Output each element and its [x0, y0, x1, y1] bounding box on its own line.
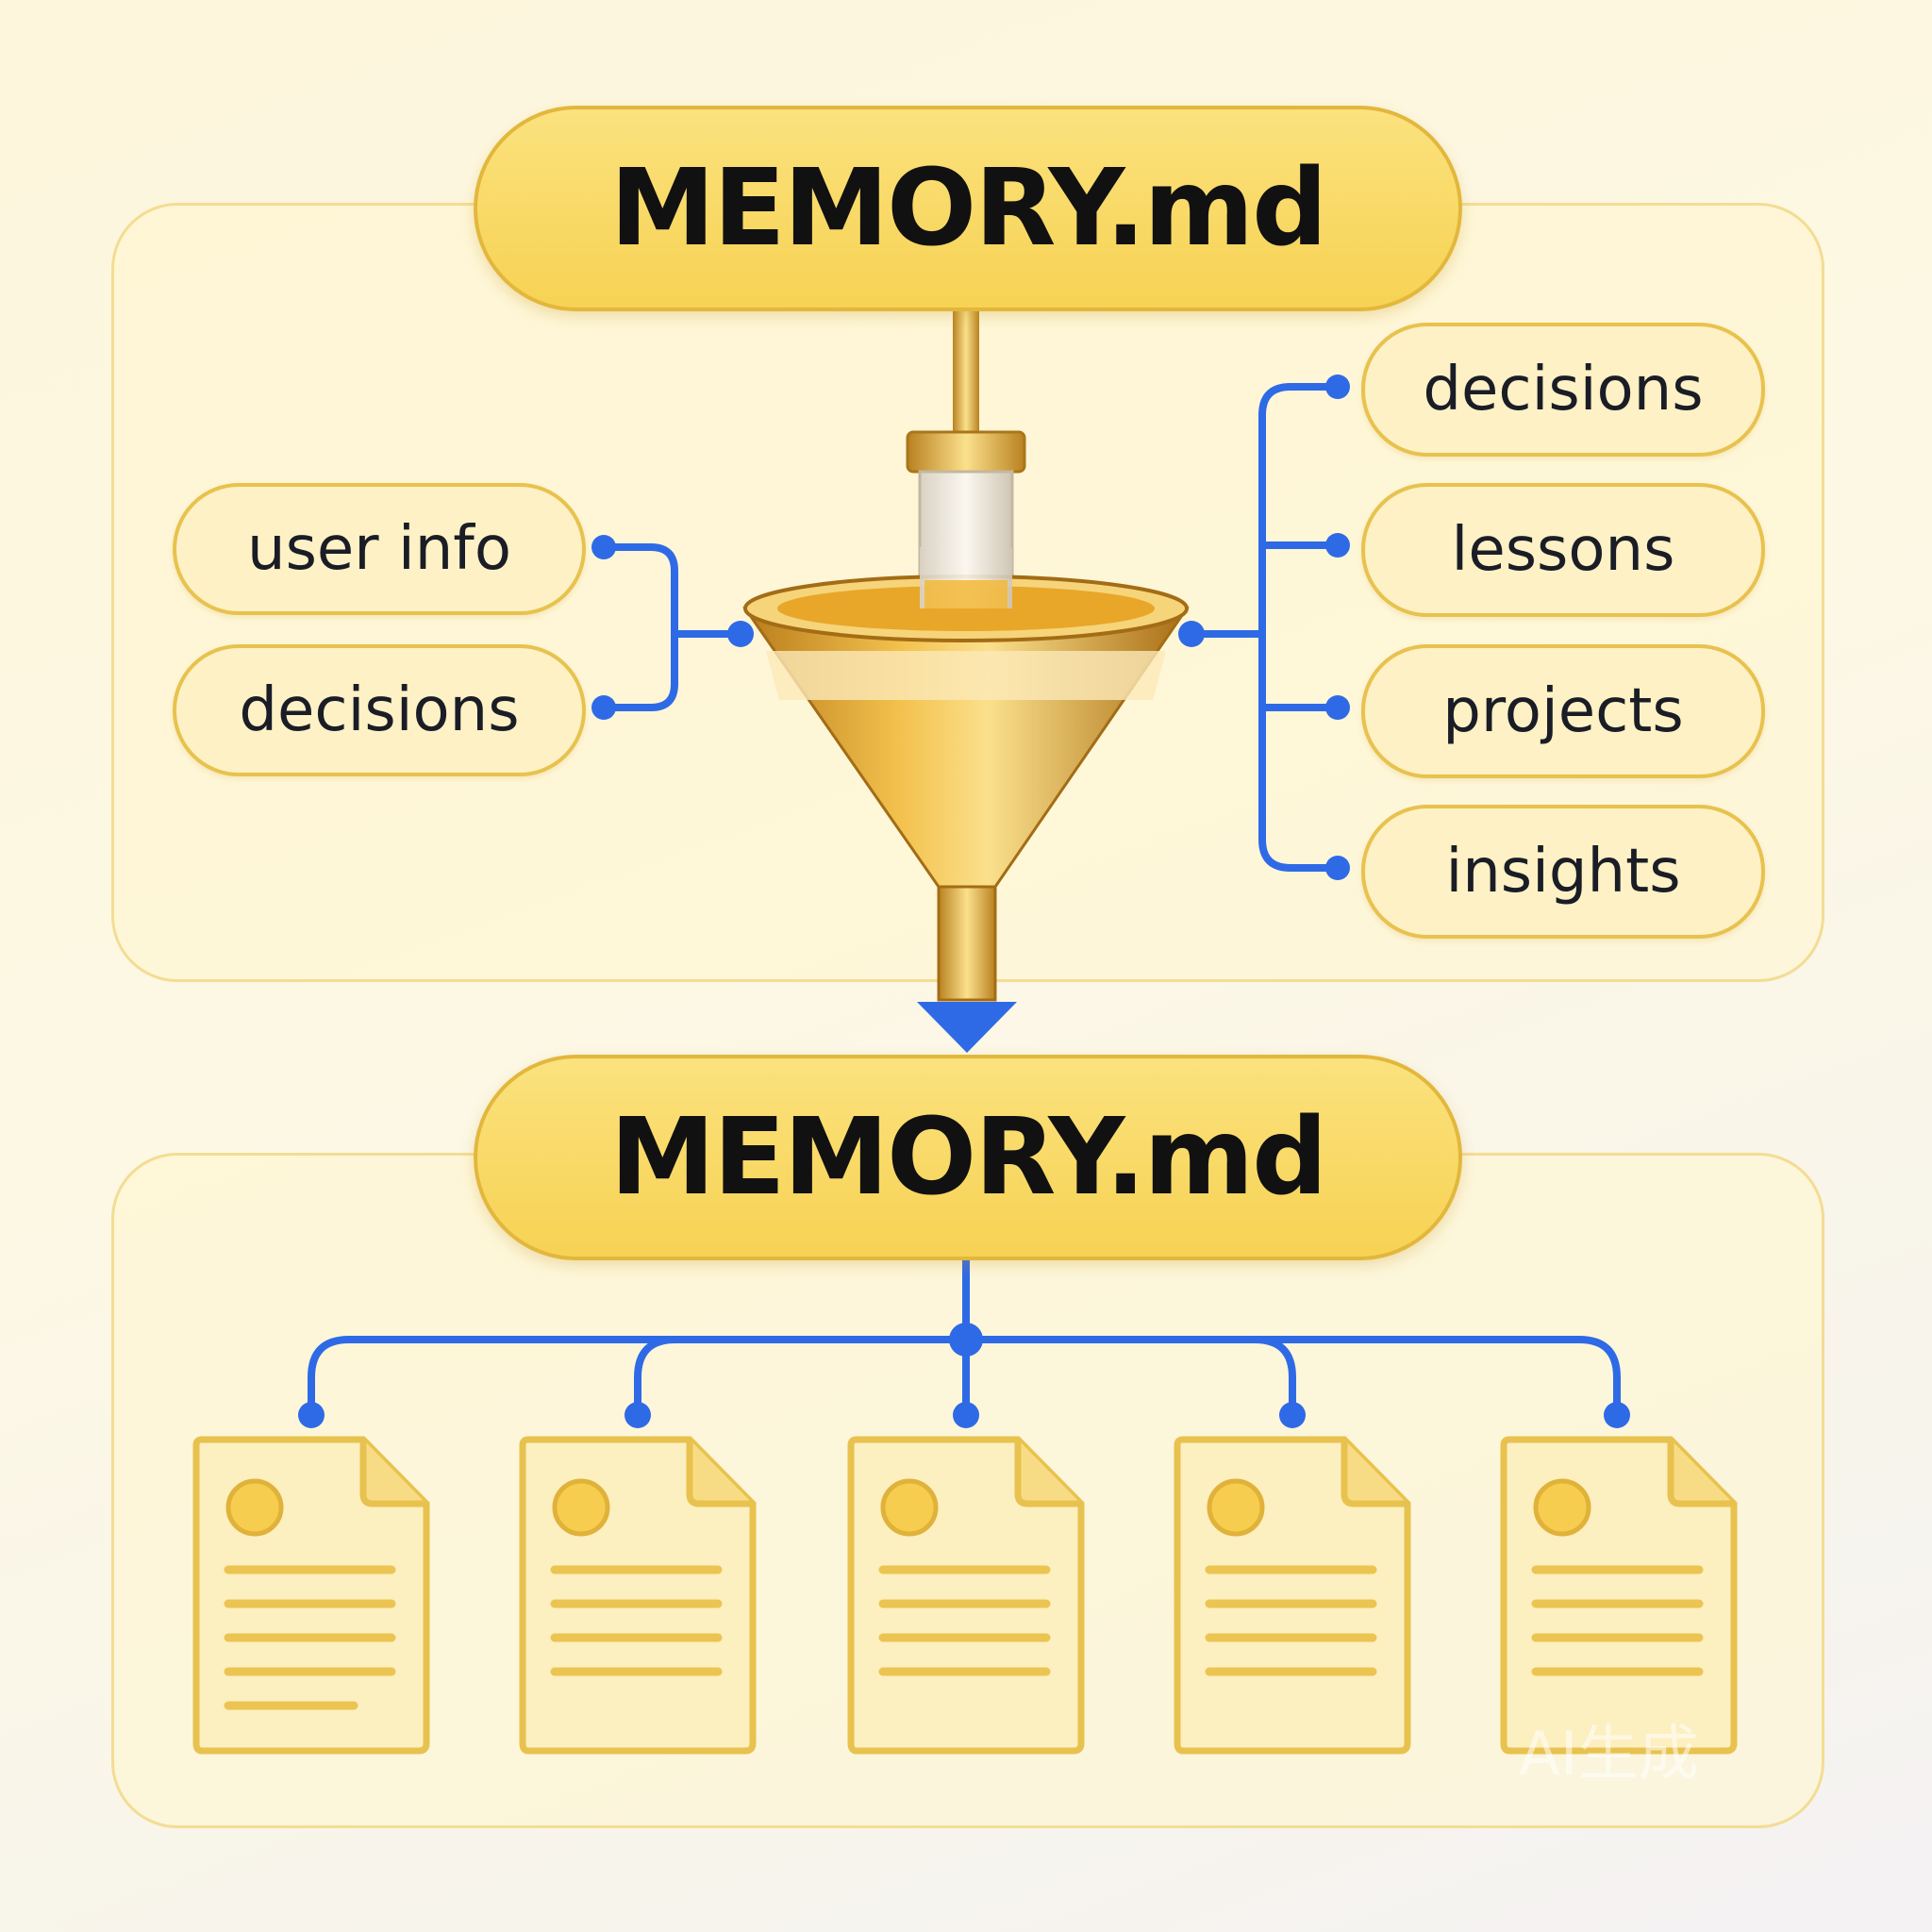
document-icon — [847, 1436, 1085, 1755]
funnel-right-node — [1178, 621, 1205, 647]
output-bracket — [1188, 383, 1341, 872]
document-icon — [519, 1436, 757, 1755]
output-node-insights — [1325, 856, 1350, 880]
doc-node-2 — [625, 1402, 651, 1428]
output-pill-insights: insights — [1361, 805, 1765, 939]
document-icon — [1174, 1436, 1411, 1755]
document-icon — [1500, 1436, 1738, 1755]
output-node-projects — [1325, 695, 1350, 720]
document-icon — [192, 1436, 430, 1755]
doc-node-4 — [1279, 1402, 1306, 1428]
output-pill-projects: projects — [1361, 644, 1765, 778]
output-pill-decisions: decisions — [1361, 323, 1765, 457]
memory-title-bottom: MEMORY.md — [474, 1055, 1462, 1260]
funnel-icon — [742, 307, 1190, 1002]
funnel-left-node — [727, 621, 754, 647]
output-node-decisions — [1325, 375, 1350, 399]
arrow-down-icon — [917, 1002, 1017, 1053]
input-pill-user-info: user info — [173, 483, 586, 615]
input-bracket — [600, 543, 744, 711]
output-pill-lessons: lessons — [1361, 483, 1765, 617]
tree-hub-node — [949, 1323, 983, 1357]
output-node-lessons — [1325, 533, 1350, 558]
watermark: AI生成 — [1519, 1720, 1699, 1790]
input-node-decisions — [591, 695, 616, 720]
doc-node-5 — [1604, 1402, 1630, 1428]
doc-node-3 — [953, 1402, 979, 1428]
input-node-user-info — [591, 535, 616, 559]
doc-node-1 — [298, 1402, 325, 1428]
input-pill-decisions: decisions — [173, 644, 586, 776]
memory-title-top: MEMORY.md — [474, 106, 1462, 311]
